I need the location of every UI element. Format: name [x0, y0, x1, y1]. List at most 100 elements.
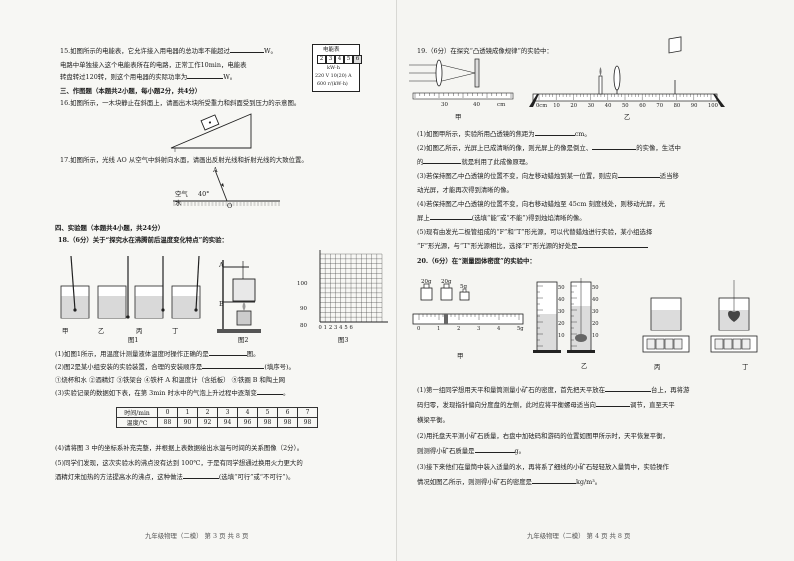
q18-sublabel-yi: 乙 [98, 327, 105, 335]
scale-label: 1 [437, 326, 441, 332]
q19-p4: (4)若保持图乙中凸透镜的位置不变，向右移动蜡烛至 45cm 刻度线处，则移动光… [417, 200, 666, 208]
section4-heading: 四、实验题（本题共4小题，共24分） [55, 224, 165, 232]
q19-p2: (2)如图乙所示，光屏上已成清晰的像，则光屏上的像是倒立、的实像，生活中 [417, 144, 681, 152]
q17-label-a: A [213, 166, 218, 174]
q17-label-water: 水 [175, 199, 182, 207]
ruler-b-label: 0cm [536, 103, 548, 109]
q20-fig-ding-label: 丁 [742, 363, 749, 371]
q19-figure-yi [529, 36, 725, 107]
thermometer-bulb [161, 308, 165, 312]
q19-figure-jia [409, 58, 514, 100]
q17-label-air: 空气 [175, 190, 188, 198]
ruler-b-label: 20 [570, 103, 577, 109]
q18-sublabel-bing: 丙 [136, 327, 143, 335]
q20-p1: (1)第一组同学想用天平和量筒测量小矿石的密度，首先把天平放在台上，再将游 [417, 386, 690, 394]
ruler-b-label: 100 [708, 103, 718, 109]
scale-label: 0 [417, 326, 421, 332]
cylinder-label-left: 40 [558, 297, 565, 303]
display-digit-cell [741, 338, 751, 350]
q18-figure2-apparatus [217, 260, 261, 333]
section3-heading: 三、作图题（本题共2小题，每小题2分，共4分） [60, 87, 202, 95]
display-digit-cell [646, 338, 656, 350]
q18-figure1-beakers [60, 255, 201, 319]
beaker-water [98, 296, 126, 318]
display-digit-cell [664, 338, 674, 350]
q20-p2: (2)用托盘天平测小矿石质量，右盘中加砝码和游码的位置如图甲所示时，天平恢复平衡… [417, 432, 669, 440]
cylinder-label-right: 30 [592, 309, 599, 315]
ruler-b-label: 50 [622, 103, 629, 109]
display-digit-cell [714, 338, 724, 350]
incline-diagram [170, 113, 252, 152]
cylinder-label-right: 40 [592, 297, 599, 303]
q18-app-label-a: A [219, 261, 224, 269]
q20-figure-jia [412, 283, 524, 325]
q19-p5: (5)现有由发光二极管组成的“F”和“T”形光源，可以代替蜡烛进行实验，某小组选… [417, 228, 653, 236]
x-tick-label: 5 [344, 325, 348, 331]
q18-fig3-label: 图3 [338, 336, 349, 344]
q18-sublabel-ding: 丁 [172, 327, 179, 335]
cylinder-label-right: 10 [592, 333, 599, 339]
q20-fig-yi-label: 乙 [581, 362, 588, 370]
scale-label: 3 [477, 326, 481, 332]
q18-ytick-80: 80 [300, 323, 307, 329]
q20-p1c: 横梁平衡。 [417, 416, 449, 424]
display-digit-cell [673, 338, 683, 350]
q19-fig-yi-label: 乙 [624, 113, 631, 121]
ruler-b-label: 80 [673, 103, 681, 109]
q15-line2: 电路中单独接入这个电能表所在的电路，正常工作10min，电能表 [60, 61, 247, 69]
ruler-b-label: 30 [587, 103, 595, 109]
meter-digits: 2 3 4 5 6 [317, 55, 362, 64]
q20-figure-yi [533, 278, 595, 353]
left-page-footer: 九年级物理（二模） 第 3 页 共 8 页 [145, 532, 249, 540]
q20-line1: 20.（6分）在“测量固体密度”的实验中： [417, 257, 536, 265]
thermometer-bulb [126, 315, 130, 319]
q18-line1: 18.（6分）关于“探究水在沸腾前后温度变化特点”的实验： [58, 236, 228, 244]
q18-p5b: 酒精灯来加热的方法提高水的沸点，这种做法(选填“可行”或“不可行”)。 [55, 473, 295, 481]
q18-app-label-b: B [219, 300, 224, 308]
x-tick-label: 3 [334, 325, 338, 331]
q18-fig1-label: 图1 [128, 336, 139, 344]
right-page-footer: 九年级物理（二模） 第 4 页 共 8 页 [527, 532, 631, 540]
cylinder-label-right: 50 [592, 285, 599, 291]
x-tick-label: 4 [339, 325, 343, 331]
ruler-b-label: 90 [690, 103, 698, 109]
ruler-b-label: 60 [639, 103, 646, 109]
q18-p2: (2)图2是某小组安装的实验装置，合理的安装顺序是(填序号)。 [55, 363, 295, 371]
q17-line1: 17.如图所示，光线 AO 从空气中斜射向水面，请画出反射光线和折射光线的大致位… [60, 156, 308, 164]
x-tick-label: 2 [328, 325, 333, 331]
q19-ruler-a-cm: cm [497, 102, 506, 108]
q16-line1: 16.如图所示，一木块静止在斜面上，请画出木块所受重力和斜面受到压力的示意图。 [60, 99, 301, 107]
q19-p4b: 屏上(选填“能”或“不能”)得到烛焰清晰的像。 [417, 214, 586, 222]
display-digit-cell [655, 338, 665, 350]
q20-figure-bing-ding [642, 280, 758, 353]
thermometer-bulb [73, 308, 77, 312]
meter-spec2: 600 r/(kW·h) [317, 82, 348, 87]
cylinder-label-left: 10 [558, 333, 565, 339]
q19-p3b: 动光屏，才能再次得到清晰的像。 [417, 186, 513, 194]
q19-p3: (3)若保持图乙中凸透镜的位置不变，向左移动蜡烛到某一位置，则应向适当移 [417, 172, 679, 180]
ruler-b-label: 40 [604, 103, 612, 109]
display-digit-cell [723, 338, 733, 350]
q18-p5a: (5)同学们发现，这次实验水的沸点没有达到 100℃，于是有同学想通过换用火力更… [55, 459, 303, 467]
x-tick-label: 6 [349, 325, 353, 331]
q19-ruler-a-40: 40 [473, 102, 480, 108]
ruler-b-label: 70 [656, 103, 663, 109]
q20-fig-bing-label: 丙 [654, 363, 661, 371]
scale-label: 5g [517, 326, 524, 332]
q18-figure3-grid [319, 250, 388, 323]
beaker-water [135, 296, 163, 318]
q19-ruler-a-30: 30 [441, 102, 448, 108]
q20-weight-20g-2: 20g [441, 279, 452, 285]
q18-p4: (4)请将图 3 中的坐标系补充完整，并根据上表数据绘出水温与时间的关系图像（2… [55, 444, 304, 452]
q19-line1: 19.（6分）在探究“凸透镜成像规律”的实验中： [417, 47, 553, 55]
scale-label: 2 [457, 326, 461, 332]
q18-p3: (3)实验记录的数据如下表，在第 3min 时水中的气泡上升过程中逐渐变。 [55, 389, 290, 397]
beaker-water [172, 296, 200, 318]
cylinder-label-left: 20 [558, 321, 565, 327]
